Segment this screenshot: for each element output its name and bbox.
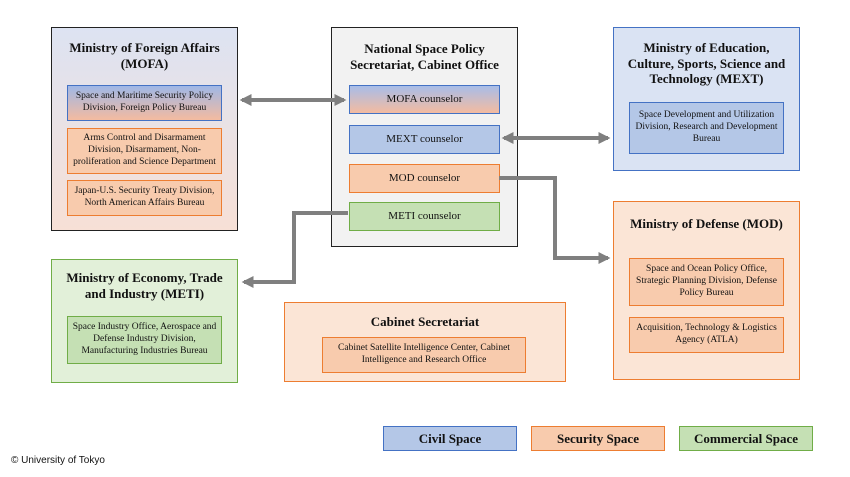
mofa-counselor: MOFA counselor [349, 85, 500, 114]
mext-title: Ministry of Education, Culture, Sports, … [627, 40, 786, 87]
cabinet-item-satellite-intelligence: Cabinet Satellite Intelligence Center, C… [322, 337, 526, 373]
mod-title: Ministry of Defense (MOD) [630, 216, 783, 231]
legend-commercial-space: Commercial Space [679, 426, 813, 451]
meti-title: Ministry of Economy, Trade and Industry … [66, 270, 223, 301]
mod-counselor: MOD counselor [349, 164, 500, 193]
cabinet-box: Cabinet Secretariat Cabinet Satellite In… [284, 302, 566, 382]
mod-item-atla: Acquisition, Technology & Logistics Agen… [629, 317, 784, 353]
copyright-text: © University of Tokyo [11, 455, 105, 466]
legend-civil-space: Civil Space [383, 426, 517, 451]
mext-item-space-development: Space Development and Utilization Divisi… [629, 102, 784, 154]
mofa-item-us-security-treaty: Japan-U.S. Security Treaty Division, Nor… [67, 180, 222, 216]
arrow-meti [241, 211, 348, 288]
cabinet-title: Cabinet Secretariat [370, 314, 480, 329]
mext-counselor: MEXT counselor [349, 125, 500, 154]
mext-box: Ministry of Education, Culture, Sports, … [613, 27, 800, 171]
arrow-mod [499, 176, 611, 264]
meti-box: Ministry of Economy, Trade and Industry … [51, 259, 238, 383]
mofa-item-arms-control: Arms Control and Disarmament Division, D… [67, 128, 222, 174]
nsps-box: National Space Policy Secretariat, Cabin… [331, 27, 518, 247]
mofa-item-space-maritime: Space and Maritime Security Policy Divis… [67, 85, 222, 121]
mofa-title: Ministry of Foreign Affairs (MOFA) [69, 40, 220, 71]
mod-item-space-ocean-policy: Space and Ocean Policy Office, Strategic… [629, 258, 784, 306]
meti-counselor: METI counselor [349, 202, 500, 231]
legend-security-space: Security Space [531, 426, 665, 451]
mod-box: Ministry of Defense (MOD) Space and Ocea… [613, 201, 800, 380]
nsps-title: National Space Policy Secretariat, Cabin… [350, 41, 499, 72]
mofa-box: Ministry of Foreign Affairs (MOFA) Space… [51, 27, 238, 231]
meti-item-space-industry: Space Industry Office, Aerospace and Def… [67, 316, 222, 364]
